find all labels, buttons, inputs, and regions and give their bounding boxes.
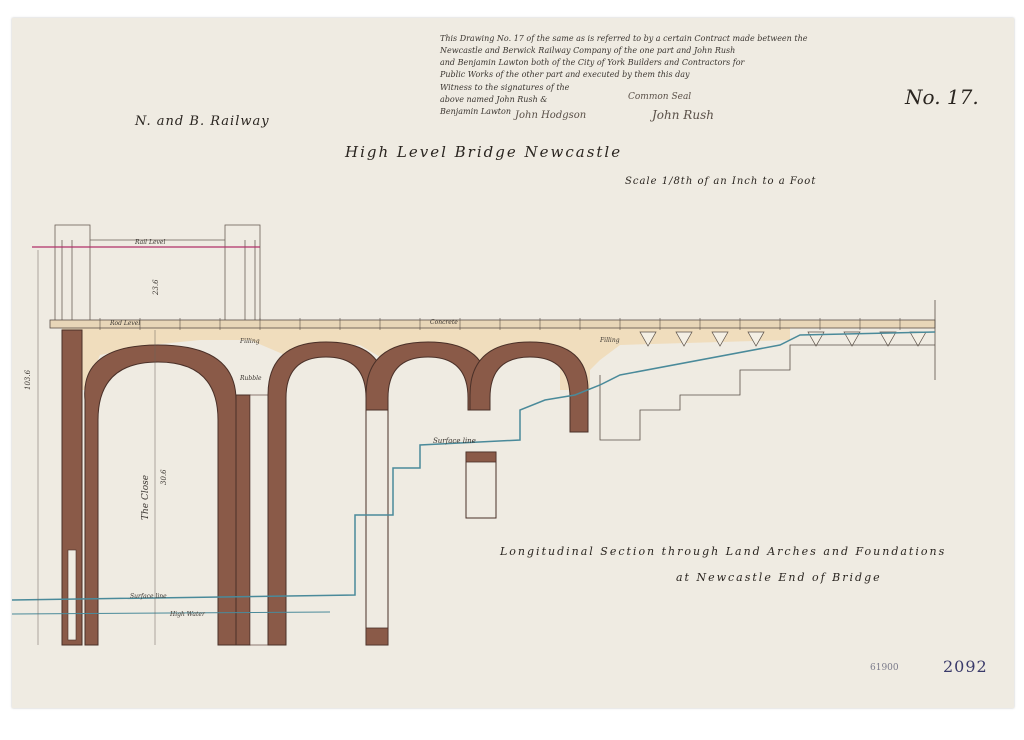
label-rod-level: Rod Level (109, 320, 140, 327)
contract-line: Public Works of the other part and execu… (440, 70, 690, 79)
label-filling-right: Filling (599, 337, 620, 344)
label-dim-upper: 23.6 (152, 279, 160, 296)
signature-contractor: John Rush (652, 108, 714, 122)
section-caption-line2: at Newcastle End of Bridge (676, 571, 882, 584)
signature-witness: John Hodgson (515, 110, 587, 121)
pier-foundation (465, 451, 497, 519)
fill-area (62, 325, 590, 390)
arch-4 (469, 341, 589, 433)
deck-ticks (99, 318, 901, 330)
deck-voids (639, 331, 927, 347)
arch-1 (84, 344, 237, 646)
pier-shaft (365, 409, 389, 646)
label-rubble: Rubble (239, 375, 262, 382)
witness-line: above named John Rush & (440, 95, 548, 104)
witness-line: Witness to the signatures of the (440, 83, 570, 92)
label-concrete: Concrete (430, 319, 458, 326)
drawing-title: High Level Bridge Newcastle (345, 143, 623, 161)
witness-line: Benjamin Lawton (440, 107, 511, 116)
pier-1 (235, 394, 251, 646)
section-caption-line1: Longitudinal Section through Land Arches… (500, 545, 947, 558)
deck (49, 319, 936, 329)
contract-note: This Drawing No. 17 of the same as is re… (440, 33, 807, 81)
witness-note: Witness to the signatures of the above n… (440, 82, 569, 118)
contract-line: and Benjamin Lawton both of the City of … (440, 58, 745, 67)
left-abutment-inner (67, 549, 77, 641)
drawing-scale: Scale 1/8th of an Inch to a Foot (625, 176, 817, 187)
label-dim-close: 30.6 (160, 469, 168, 485)
label-rail-level: Rail Level (134, 239, 165, 246)
railway-name: N. and B. Railway (135, 114, 270, 129)
label-surface-line: Surface line (433, 437, 476, 445)
stepped-outline (599, 344, 935, 441)
archive-stamp: 61900 (870, 663, 899, 673)
label-close: The Close (141, 475, 151, 520)
left-abutment (61, 329, 83, 646)
label-height: 103.6 (24, 369, 32, 390)
drawing-number: No. 17. (905, 85, 979, 109)
fill-right (590, 325, 790, 370)
label-high-water: High Water (169, 611, 206, 618)
pier-shaft-base (365, 627, 389, 646)
label-filling: Filling (239, 338, 260, 345)
pier-foundation-top (465, 451, 497, 463)
surface-line (11, 331, 936, 601)
label-surface: Surface line (130, 593, 167, 600)
high-water-line (11, 611, 331, 615)
signature-clerk: Common Seal (628, 92, 692, 102)
contract-line: This Drawing No. 17 of the same as is re… (440, 34, 808, 43)
catalog-number: 2092 (943, 657, 988, 676)
contract-line: Newcastle and Berwick Railway Company of… (440, 46, 736, 55)
pier-1-face (249, 394, 269, 646)
